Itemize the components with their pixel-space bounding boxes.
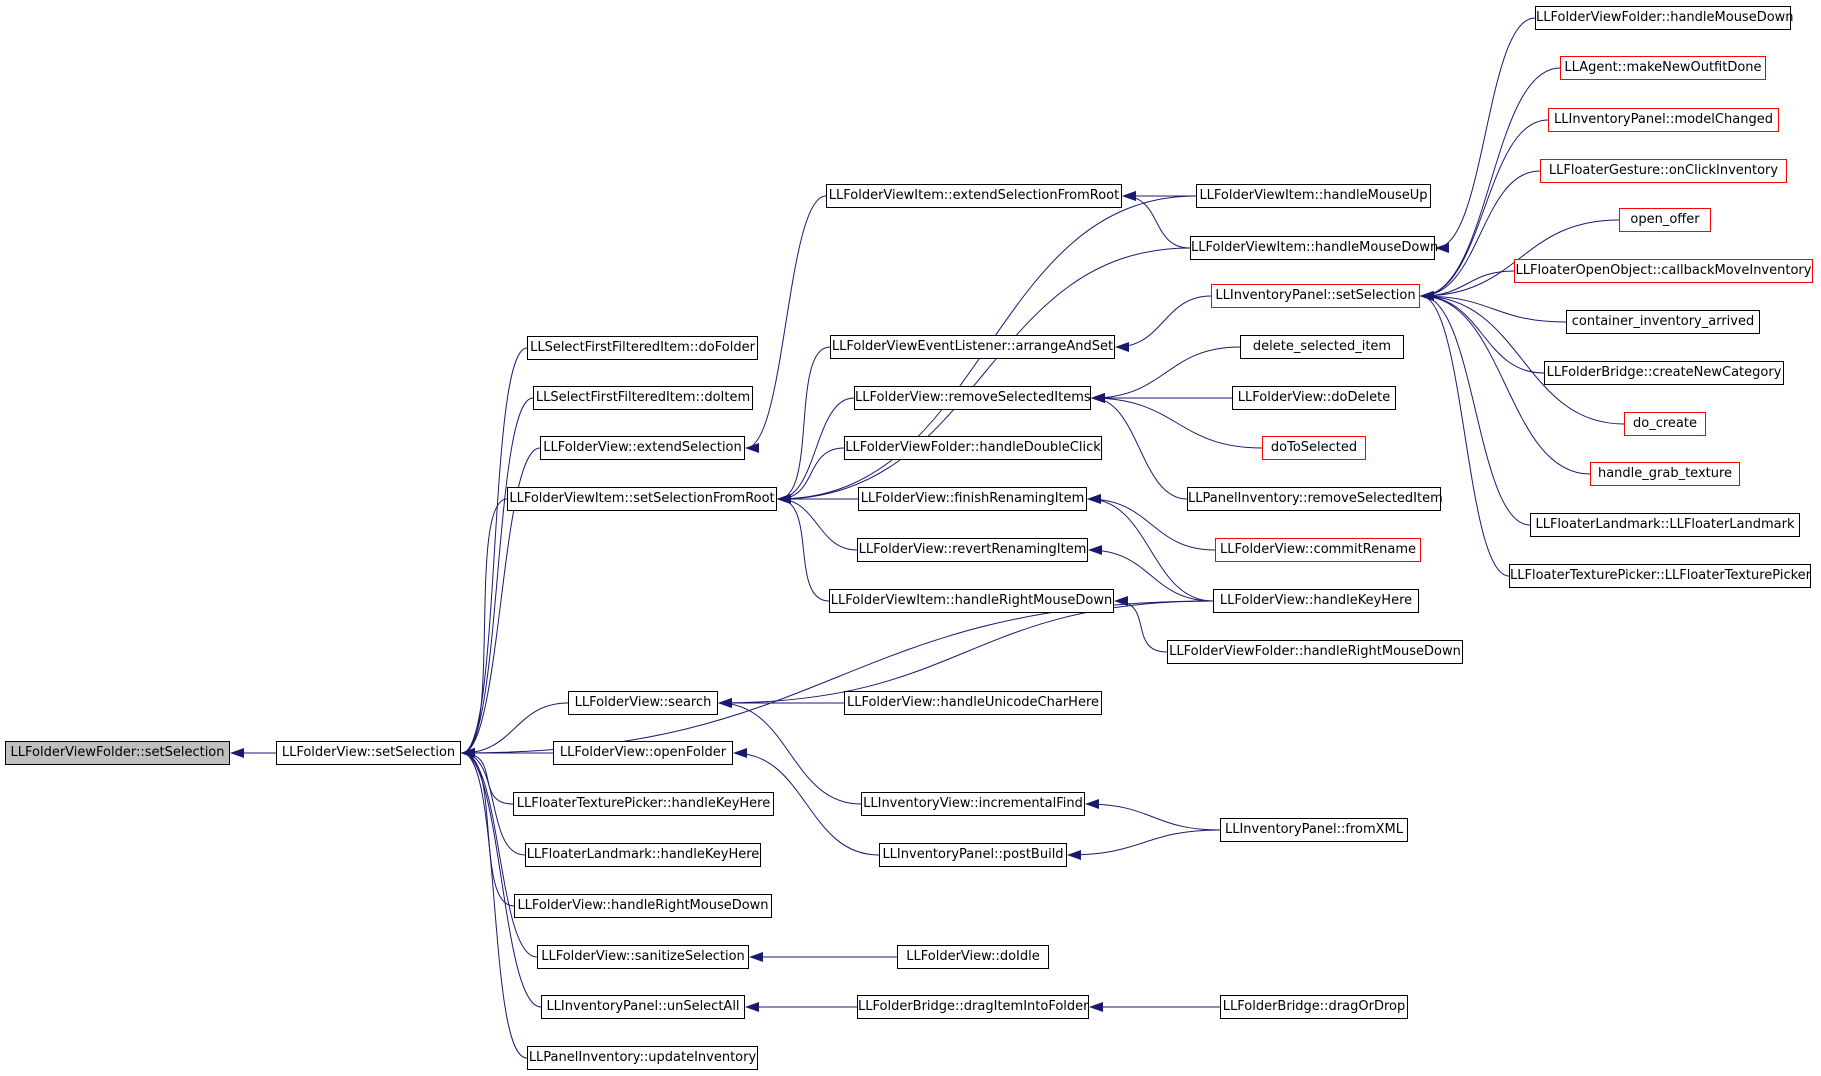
node-open-offer[interactable]: open_offer	[1619, 208, 1711, 232]
edge-n33-to-n18	[1087, 494, 1216, 551]
edge-n22-to-n6	[718, 698, 862, 805]
node-llfolderview-revertrenamingitem[interactable]: LLFolderView::revertRenamingItem	[857, 538, 1088, 562]
edge-n36-to-n22	[1085, 799, 1221, 831]
node-llfloatertexturepicker-llfloatertexturepicker[interactable]: LLFloaterTexturePicker::LLFloaterTexture…	[1509, 564, 1811, 588]
node-handle-grab-texture[interactable]: handle_grab_texture	[1590, 462, 1740, 486]
edge-n31-to-n16	[1091, 393, 1263, 449]
edge-n13-to-n1	[461, 748, 528, 1059]
node-llfolderview-handlerightmousedown[interactable]: LLFolderView::handleRightMouseDown	[514, 894, 772, 918]
node-llpanelinventory-removeselecteditem[interactable]: LLPanelInventory::removeSelectedItem	[1187, 487, 1443, 511]
node-llinventorypanel-fromxml[interactable]: LLInventoryPanel::fromXML	[1220, 818, 1408, 842]
edge-n34-to-n19	[1088, 545, 1214, 602]
node-llfloateropenobject-callbackmoveinventory[interactable]: LLFloaterOpenObject::callbackMoveInvento…	[1514, 259, 1813, 283]
edge-n14-to-n4	[745, 195, 827, 453]
node-llfolderview-finishrenamingitem[interactable]: LLFolderView::finishRenamingItem	[858, 487, 1087, 511]
node-llfloaterlandmark-llfloaterlandmark[interactable]: LLFloaterLandmark::LLFloaterLandmark	[1530, 513, 1800, 537]
node-llfolderbridge-createnewcategory[interactable]: LLFolderBridge::createNewCategory	[1544, 361, 1784, 385]
edge-n10-to-n1	[461, 748, 515, 907]
node-llfolderview-handlekeyhere[interactable]: LLFolderView::handleKeyHere	[1213, 589, 1419, 613]
node-llfolderviewfolder-setselection: LLFolderViewFolder::setSelection	[5, 741, 230, 765]
node-llfolderview-doidle[interactable]: LLFolderView::doIdle	[897, 945, 1049, 969]
edge-n48-to-n28	[1420, 291, 1531, 526]
node-llfolderviewfolder-handlemousedown[interactable]: LLFolderViewFolder::handleMouseDown	[1535, 6, 1794, 30]
edge-n35-to-n20	[1114, 596, 1168, 653]
edge-n36-to-n23	[1067, 829, 1221, 860]
node-llfolderview-handleunicodecharhere[interactable]: LLFolderView::handleUnicodeCharHere	[844, 691, 1102, 715]
edge-n49-to-n28	[1420, 291, 1510, 577]
node-llagent-makenewoutfitdone[interactable]: LLAgent::makeNewOutfitDone	[1560, 56, 1766, 80]
node-llfloatertexturepicker-handlekeyhere[interactable]: LLFloaterTexturePicker::handleKeyHere	[513, 792, 774, 816]
node-container-inventory-arrived[interactable]: container_inventory_arrived	[1566, 310, 1760, 334]
node-llfolderviewitem-handlerightmousedown[interactable]: LLFolderViewItem::handleRightMouseDown	[829, 589, 1114, 613]
node-llfolderview-search[interactable]: LLFolderView::search	[568, 691, 718, 715]
node-llinventorypanel-setselection[interactable]: LLInventoryPanel::setSelection	[1211, 284, 1420, 308]
node-llfolderview-setselection[interactable]: LLFolderView::setSelection	[276, 741, 461, 765]
edge-n6-to-n1	[461, 702, 569, 758]
node-llinventorypanel-modelchanged[interactable]: LLInventoryPanel::modelChanged	[1548, 108, 1779, 132]
edge-n2-to-n1	[461, 347, 528, 758]
node-dotoselected[interactable]: doToSelected	[1262, 436, 1366, 460]
edge-n39-to-n28	[1420, 67, 1561, 301]
edge-n27-to-n14	[1122, 191, 1191, 249]
edge-n27-to-n5	[777, 247, 1191, 504]
edge-n34-to-n18	[1087, 494, 1214, 602]
node-do-create[interactable]: do_create	[1624, 412, 1706, 436]
edge-n29-to-n16	[1091, 346, 1241, 403]
node-llfloatergesture-onclickinventory[interactable]: LLFloaterGesture::onClickInventory	[1540, 159, 1787, 183]
node-llinventorypanel-postbuild[interactable]: LLInventoryPanel::postBuild	[879, 843, 1067, 867]
node-llfolderbridge-dragordrop[interactable]: LLFolderBridge::dragOrDrop	[1220, 995, 1408, 1019]
node-llfolderbridge-dragitemintofolder[interactable]: LLFolderBridge::dragItemIntoFolder	[857, 995, 1089, 1019]
node-llpanelinventory-updateinventory[interactable]: LLPanelInventory::updateInventory	[527, 1046, 758, 1070]
edge-n40-to-n28	[1420, 119, 1549, 301]
node-llinventorypanel-unselectall[interactable]: LLInventoryPanel::unSelectAll	[541, 995, 745, 1019]
edge-n38-to-n27	[1435, 17, 1536, 253]
edge-n42-to-n28	[1420, 219, 1620, 301]
edge-n32-to-n16	[1091, 393, 1188, 500]
node-llfolderview-extendselection[interactable]: LLFolderView::extendSelection	[540, 436, 745, 460]
edge-n5-to-n1	[461, 498, 508, 758]
edge-n43-to-n28	[1420, 270, 1515, 301]
node-llfolderviewitem-handlemousedown[interactable]: LLFolderViewItem::handleMouseDown	[1190, 236, 1438, 260]
edge-n47-to-n28	[1420, 291, 1591, 475]
edge-n46-to-n28	[1420, 291, 1625, 425]
node-llfolderview-commitrename[interactable]: LLFolderView::commitRename	[1215, 538, 1421, 562]
node-llselectfirstfiltereditem-dofolder[interactable]: LLSelectFirstFilteredItem::doFolder	[527, 336, 758, 360]
node-llselectfirstfiltereditem-doitem[interactable]: LLSelectFirstFilteredItem::doItem	[533, 386, 753, 410]
edge-n4-to-n1	[461, 447, 541, 758]
edge-n34-to-n6	[718, 600, 1214, 708]
edge-n44-to-n28	[1420, 291, 1567, 323]
node-llfolderviewitem-setselectionfromroot[interactable]: LLFolderViewItem::setSelectionFromRoot	[507, 487, 777, 511]
edge-n11-to-n1	[461, 748, 538, 958]
node-llfolderviewitem-extendselectionfromroot[interactable]: LLFolderViewItem::extendSelectionFromRoo…	[826, 184, 1122, 208]
edge-n23-to-n7	[733, 748, 880, 856]
node-llfolderview-openfolder[interactable]: LLFolderView::openFolder	[553, 741, 733, 765]
edge-n12-to-n1	[461, 748, 542, 1008]
node-llinventoryview-incrementalfind[interactable]: LLInventoryView::incrementalFind	[861, 792, 1085, 816]
node-llfolderview-removeselecteditems[interactable]: LLFolderView::removeSelectedItems	[854, 386, 1091, 410]
node-llfloaterlandmark-handlekeyhere[interactable]: LLFloaterLandmark::handleKeyHere	[525, 843, 761, 867]
node-llfoldervieweventlistener-arrangeandset[interactable]: LLFolderViewEventListener::arrangeAndSet	[830, 335, 1115, 359]
edge-n28-to-n15	[1115, 295, 1212, 352]
node-llfolderviewfolder-handlerightmousedown[interactable]: LLFolderViewFolder::handleRightMouseDown	[1167, 640, 1463, 664]
edge-n15-to-n5	[777, 346, 831, 504]
node-llfolderview-sanitizeselection[interactable]: LLFolderView::sanitizeSelection	[537, 945, 749, 969]
edge-n41-to-n28	[1420, 170, 1541, 301]
node-delete-selected-item[interactable]: delete_selected_item	[1240, 335, 1404, 359]
node-llfolderview-dodelete[interactable]: LLFolderView::doDelete	[1232, 386, 1396, 410]
node-llfolderviewitem-handlemouseup[interactable]: LLFolderViewItem::handleMouseUp	[1196, 184, 1431, 208]
node-llfolderviewfolder-handledoubleclick[interactable]: LLFolderViewFolder::handleDoubleClick	[844, 436, 1102, 460]
